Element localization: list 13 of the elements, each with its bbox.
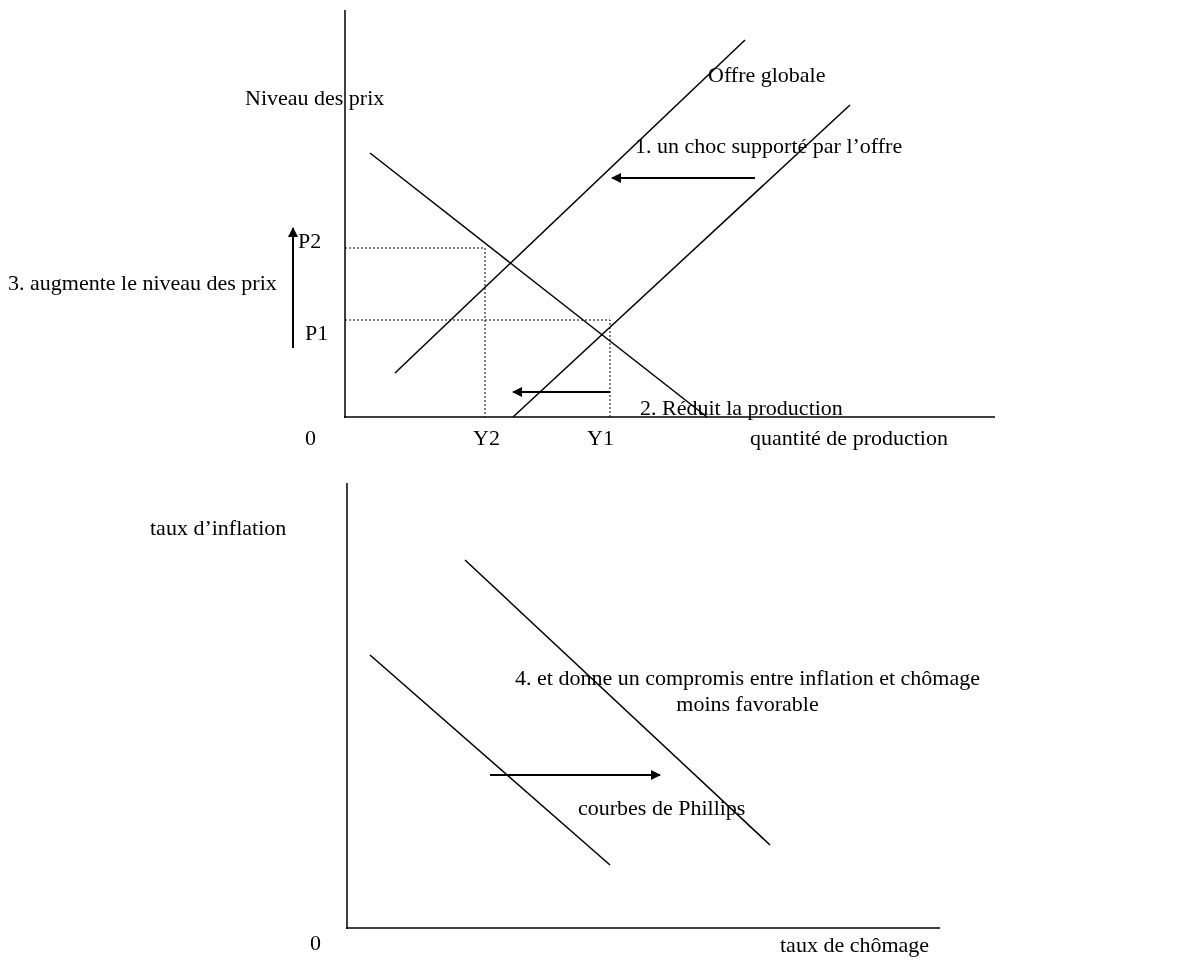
- tick-label: P2: [298, 228, 322, 254]
- axis-title: taux d’inflation: [150, 515, 287, 541]
- annotation: 1. un choc supporté par l’offre: [635, 133, 903, 159]
- tick-label: 0: [305, 425, 316, 451]
- tick-label: Y2: [473, 425, 500, 451]
- curve-label: Offre globale: [708, 62, 826, 88]
- tick-label: Y1: [587, 425, 614, 451]
- axis-title: quantité de production: [750, 425, 948, 451]
- annotation: 3. augmente le niveau des prix: [8, 270, 278, 296]
- axis-title: taux de chômage: [780, 932, 930, 958]
- tick-label: 0: [310, 930, 321, 956]
- tick-label: P1: [305, 320, 329, 346]
- axis-title: Niveau des prix: [245, 85, 385, 111]
